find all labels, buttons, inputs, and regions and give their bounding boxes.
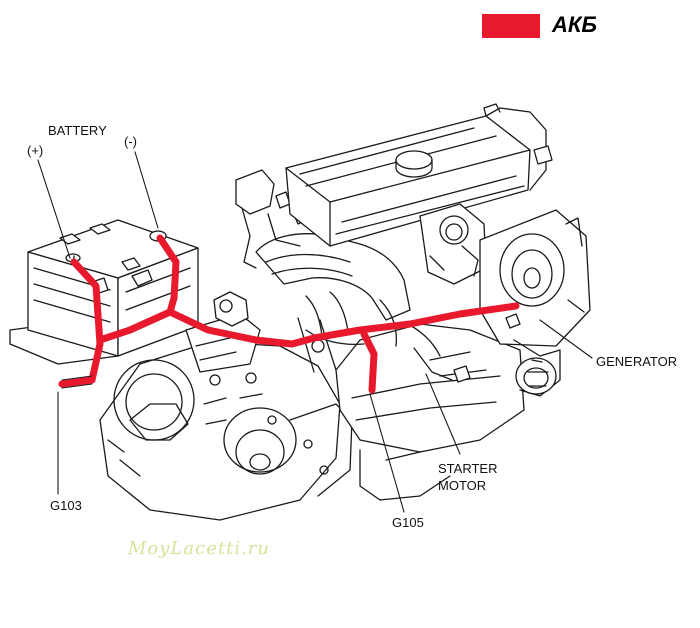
leader-generator [539, 319, 593, 359]
valve-cover-drawing [285, 103, 553, 247]
watermark: MoyLacetti.ru [128, 538, 270, 559]
wiring-details-drawing [305, 313, 521, 383]
leader-starter [425, 373, 461, 455]
battery-label: BATTERY [48, 123, 107, 138]
battery-cables [58, 234, 520, 394]
transmission-drawing [99, 313, 353, 521]
starter-label-line1: STARTER [438, 461, 498, 476]
leader-plus [37, 159, 71, 259]
starter-label-line2: MOTOR [438, 478, 487, 493]
positive-terminal-label: (+) [27, 143, 44, 158]
battery-drawing [9, 219, 199, 365]
legend-label: АКБ [552, 12, 597, 37]
negative-terminal-label: (-) [124, 134, 137, 149]
battery-cables-outline [61, 375, 93, 389]
g103-label: G103 [50, 498, 82, 513]
intake-manifold-drawing [213, 169, 441, 357]
leader-g105 [369, 393, 405, 513]
g105-label: G105 [392, 515, 424, 530]
throttle-body-drawing [419, 203, 487, 285]
generator-drawing [479, 209, 591, 397]
legend-swatch [482, 14, 540, 38]
leader-lines [37, 151, 593, 513]
generator-label: GENERATOR [596, 354, 678, 369]
leader-minus [134, 151, 159, 229]
